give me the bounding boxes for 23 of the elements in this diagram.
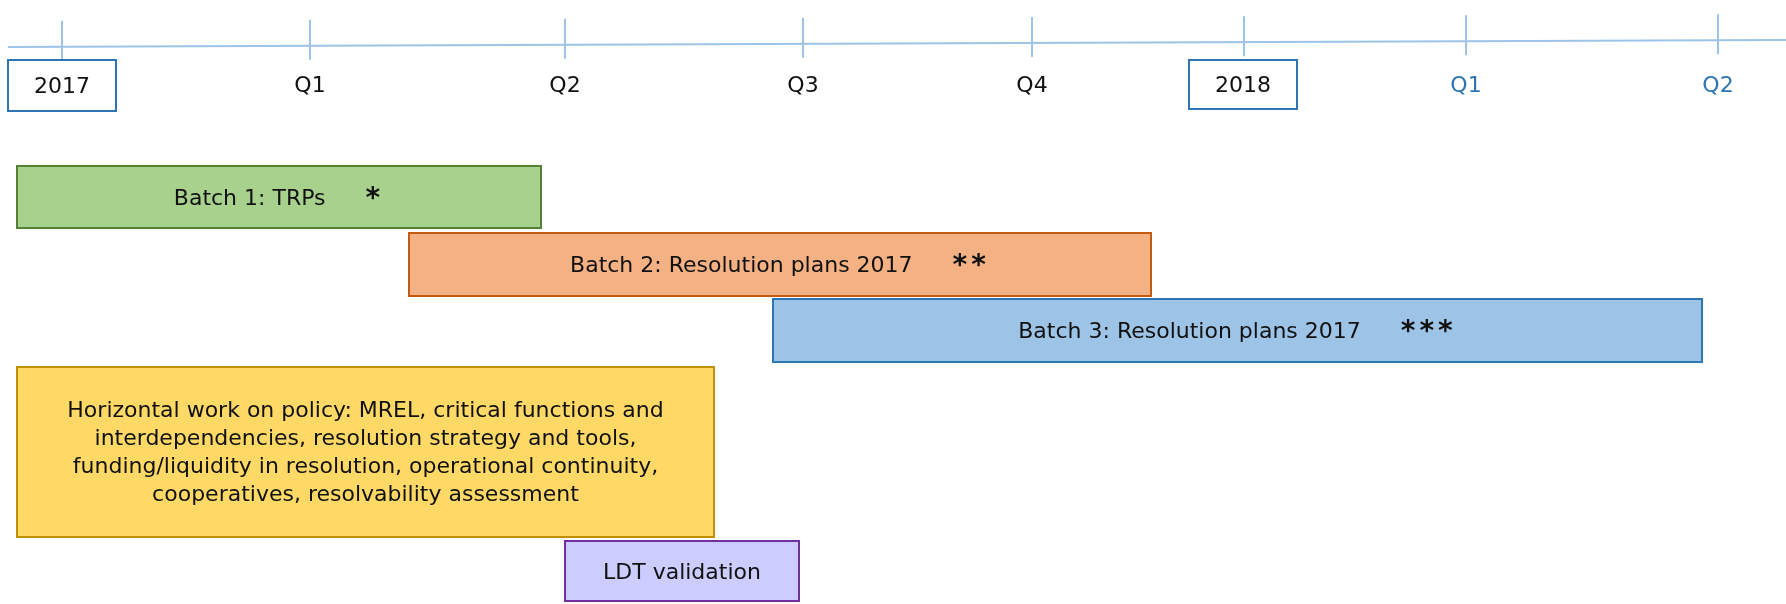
year-box: [7, 59, 117, 112]
quarter-label: Q1: [1450, 72, 1482, 97]
quarter-label: Q4: [1016, 72, 1048, 97]
bar-label: Horizontal work on policy: MREL, critical functions and interdependencies, resolution strategy and tools, funding/liquidity in resolution, operational continuity, cooperatives, resolvability assessment: [66, 396, 665, 508]
footnote-mark: *: [365, 180, 385, 214]
year-box: [1188, 59, 1298, 110]
bar-label: 2018: [1215, 72, 1271, 97]
bar-label: Batch 3: Resolution plans 2017: [1018, 318, 1361, 343]
timeline-bar: [16, 165, 542, 229]
timeline-bar: [772, 298, 1703, 363]
footnote-mark: ***: [1400, 314, 1457, 347]
bar-label: Batch 2: Resolution plans 2017: [570, 252, 913, 277]
timeline-bar: [16, 366, 715, 538]
bar-label: 2017: [34, 73, 90, 98]
footnote-mark: **: [952, 248, 990, 281]
bar-label: Batch 1: TRPs: [173, 184, 326, 210]
timeline-bar: [564, 540, 800, 602]
quarter-label: Q3: [787, 72, 819, 97]
quarter-label: Q2: [1702, 72, 1734, 97]
quarter-label: Q1: [294, 72, 326, 97]
timeline-bar: [408, 232, 1152, 297]
bar-label: LDT validation: [603, 558, 761, 584]
quarter-label: Q2: [549, 72, 581, 97]
